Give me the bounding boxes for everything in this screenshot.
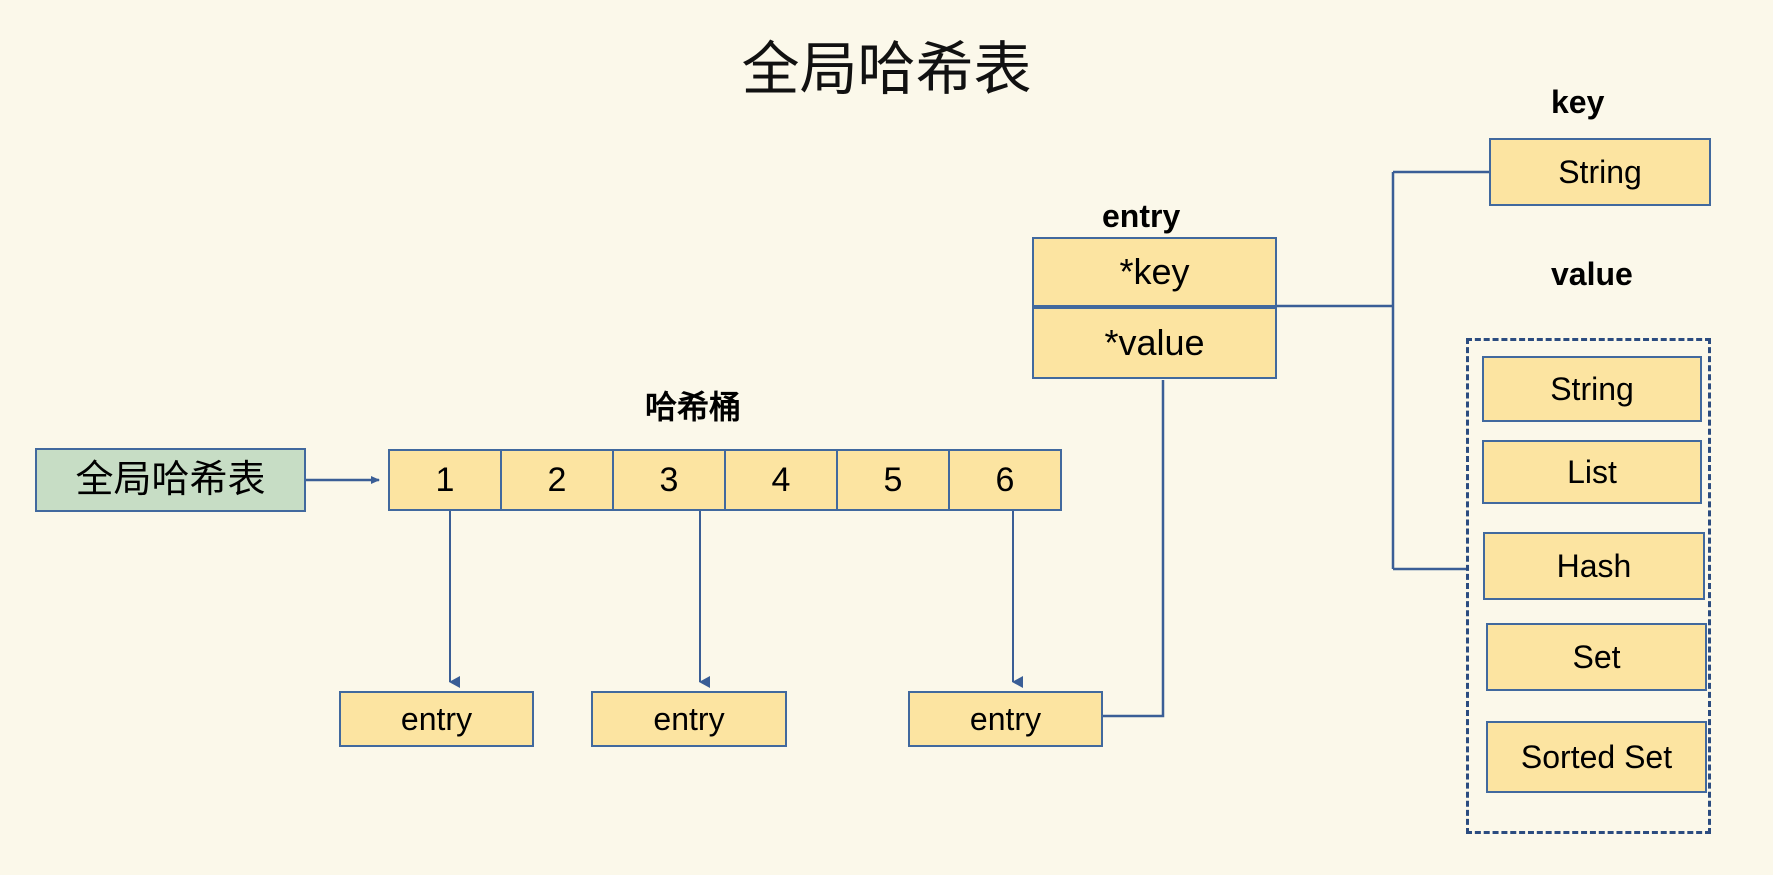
value-type-label: Hash <box>1556 548 1632 584</box>
value-type-label: String <box>1550 371 1634 407</box>
entry-struct-field-label: *key <box>1119 251 1190 292</box>
bucket-cell-2[interactable]: 2 <box>500 449 614 511</box>
entry-node-label: entry <box>653 701 725 737</box>
bucket-cell-6[interactable]: 6 <box>948 449 1062 511</box>
entry-node-label: entry <box>969 701 1042 737</box>
bucket-cell-label: 1 <box>435 460 455 499</box>
entry-node-3[interactable]: entry <box>908 691 1103 747</box>
key-type-string[interactable]: String <box>1489 138 1711 206</box>
bucket-cell-3[interactable]: 3 <box>612 449 726 511</box>
bucket-cell-label: 2 <box>547 460 567 499</box>
value-group-label: value <box>1551 256 1633 292</box>
entry-struct-field-label: *value <box>1104 322 1205 363</box>
bucket-cell-5[interactable]: 5 <box>836 449 950 511</box>
value-type-sorted-set[interactable]: Sorted Set <box>1486 721 1707 793</box>
bucket-group-label: 哈希桶 <box>645 389 742 425</box>
value-group-container <box>1466 338 1711 834</box>
entry-node-label: entry <box>400 701 473 737</box>
key-type-label: String <box>1558 154 1642 190</box>
entry-node-1[interactable]: entry <box>339 691 534 747</box>
page-title: 全局哈希表 <box>741 37 1032 102</box>
root-node[interactable]: 全局哈希表 <box>35 448 306 512</box>
entry-struct-field-key[interactable]: *key <box>1032 237 1277 307</box>
entry-node-2[interactable]: entry <box>591 691 787 747</box>
value-type-set[interactable]: Set <box>1486 623 1707 691</box>
value-type-label: List <box>1567 454 1617 490</box>
value-type-label: Set <box>1572 639 1621 675</box>
value-type-string[interactable]: String <box>1482 356 1702 422</box>
bucket-cell-label: 4 <box>771 460 791 499</box>
bucket-cell-label: 6 <box>995 460 1015 499</box>
root-node-label: 全局哈希表 <box>75 459 266 501</box>
value-type-label: Sorted Set <box>1520 739 1673 775</box>
bucket-cell-1[interactable]: 1 <box>388 449 502 511</box>
bucket-cell-4[interactable]: 4 <box>724 449 838 511</box>
bucket-cell-label: 5 <box>883 460 903 499</box>
entry-struct-group-label: entry <box>1102 198 1181 234</box>
key-group-label: key <box>1551 84 1605 120</box>
entry-struct-field-value[interactable]: *value <box>1032 307 1277 379</box>
bucket-cell-label: 3 <box>659 460 679 499</box>
value-type-hash[interactable]: Hash <box>1483 532 1705 600</box>
value-type-list[interactable]: List <box>1482 440 1702 504</box>
